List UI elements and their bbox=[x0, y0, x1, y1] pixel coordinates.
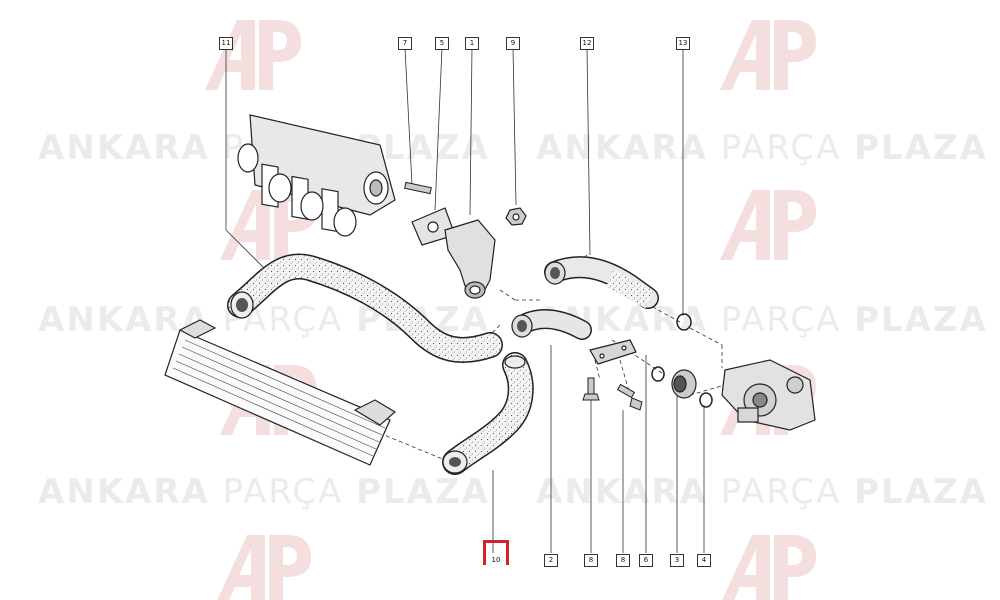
coupling-sleeve bbox=[671, 369, 697, 399]
callout-8-left: 8 bbox=[584, 554, 598, 567]
callout-10-highlighted: 10 bbox=[483, 540, 509, 565]
watermark-text-2: ANKARA PARÇA PLAZA bbox=[536, 128, 988, 168]
callout-5: 5 bbox=[435, 37, 449, 50]
turbocharger bbox=[721, 359, 816, 431]
turbo-inlet-hose bbox=[544, 256, 659, 309]
callout-2: 2 bbox=[544, 554, 558, 567]
stud-bolt bbox=[404, 181, 432, 195]
upper-intercooler-hose bbox=[227, 253, 503, 363]
watermark-logo-8 bbox=[720, 535, 816, 600]
lower-intercooler-hose bbox=[442, 352, 534, 475]
watermark-text-5: ANKARA PARÇA PLAZA bbox=[38, 472, 490, 512]
callout-9: 9 bbox=[506, 37, 520, 50]
outlet-elbow bbox=[444, 219, 496, 299]
intercooler bbox=[164, 319, 397, 466]
leader-lines bbox=[225, 47, 705, 553]
o-ring-4 bbox=[699, 392, 713, 408]
callout-13: 13 bbox=[676, 37, 690, 50]
watermark-text-3: ANKARA PARÇA PLAZA bbox=[38, 300, 490, 340]
bolt-right bbox=[616, 383, 643, 411]
mounting-bracket bbox=[589, 339, 637, 365]
callout-4: 4 bbox=[697, 554, 711, 567]
watermark-logo-2 bbox=[720, 20, 816, 90]
callout-3: 3 bbox=[670, 554, 684, 567]
callout-8-right: 8 bbox=[616, 554, 630, 567]
charge-air-pipe bbox=[511, 309, 592, 340]
o-ring-center bbox=[651, 366, 665, 382]
exhaust-manifold bbox=[237, 114, 396, 237]
callout-11: 11 bbox=[219, 37, 233, 50]
o-ring-13 bbox=[676, 313, 692, 331]
watermark-logo-4 bbox=[720, 190, 816, 260]
watermark-logo-7 bbox=[215, 535, 311, 600]
callout-7: 7 bbox=[398, 37, 412, 50]
watermark-text-6: ANKARA PARÇA PLAZA bbox=[536, 472, 988, 512]
watermark-logo-1 bbox=[205, 20, 301, 90]
bolt-left bbox=[582, 377, 600, 401]
callout-6: 6 bbox=[639, 554, 653, 567]
callout-1: 1 bbox=[465, 37, 479, 50]
hex-nut bbox=[505, 207, 527, 226]
callout-12: 12 bbox=[580, 37, 594, 50]
